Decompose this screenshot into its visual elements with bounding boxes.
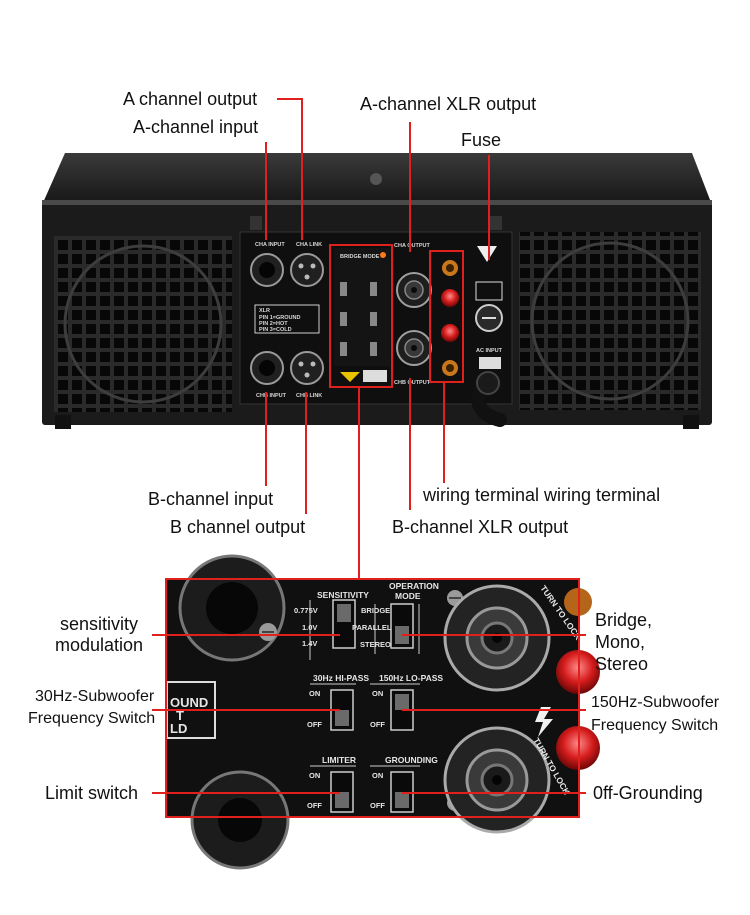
callout-a-channel-input: A-channel input: [133, 117, 259, 137]
grounding-off: OFF: [370, 801, 385, 810]
hipass-label: 30Hz HI-PASS: [313, 673, 369, 683]
callout-a-channel-xlr-output: A-channel XLR output: [360, 94, 537, 114]
callout-b-channel-input: B-channel input: [148, 489, 274, 509]
leader-a-output-h: [277, 98, 302, 100]
side-text-3: LD: [170, 721, 187, 736]
callout-wiring-terminal: wiring terminal wiring terminal: [423, 485, 661, 505]
sensitivity-label: SENSITIVITY: [317, 590, 369, 600]
ac-input-label: AC INPUT: [476, 348, 503, 354]
xlr-pins-line-4: PIN 3=COLD: [259, 327, 292, 333]
side-text-2: T: [176, 708, 184, 723]
limiter-label: LIMITER: [322, 755, 356, 765]
operation-label: OPERATION: [389, 581, 439, 591]
callout-150hz-line-1: 150Hz-Subwoofer: [591, 694, 720, 711]
mode-option-2: PARALLEL: [352, 623, 392, 632]
xlr-pins-line-3: PIN 2=HOT: [259, 321, 288, 327]
callout-limit-switch: Limit switch: [45, 783, 139, 803]
lopass-on: ON: [372, 689, 383, 698]
chb-link-label: CHB LINK: [296, 393, 322, 399]
cha-input-label: CHA INPUT: [255, 242, 285, 248]
callout-off-grounding: 0ff-Grounding: [593, 783, 703, 803]
chb-output-label: CHB OUTPUT: [394, 380, 431, 386]
switch-block: [334, 248, 390, 382]
leader-a-xlr-v: [409, 122, 411, 252]
hipass-on: ON: [309, 689, 320, 698]
leader-b-input-v: [265, 392, 267, 486]
grounding-on: ON: [372, 771, 383, 780]
mode-option-3: STEREO: [360, 640, 391, 649]
left-fan-grill: [54, 236, 232, 412]
leader-30hz: [152, 709, 340, 711]
mode-label: MODE: [395, 591, 421, 601]
callout-150hz-line-2: Frequency Switch: [591, 717, 719, 734]
terminal-highlight-box: [429, 250, 464, 383]
detail-inset: [166, 554, 600, 870]
callout-mode-line-3: Stereo: [595, 654, 649, 674]
callout-30hz-line-2: Frequency Switch: [28, 710, 156, 727]
lopass-off: OFF: [370, 720, 385, 729]
leader-inset-v: [358, 388, 360, 579]
chb-input-label: CHB INPUT: [256, 393, 287, 399]
sens-option-3: 1.4V: [302, 639, 317, 648]
sens-option-1: 0.775V: [294, 606, 318, 615]
callout-b-channel-output: B channel output: [170, 517, 306, 537]
xlr-jacks: [250, 253, 324, 385]
leader-mode: [402, 634, 586, 636]
callout-b-channel-xlr-output: B-channel XLR output: [392, 517, 569, 537]
hipass-off: OFF: [307, 720, 322, 729]
speakon-outputs: [396, 272, 432, 366]
fuse-and-power: [471, 246, 507, 427]
sens-option-2: 1.0V: [302, 623, 317, 632]
leader-b-output-v: [305, 392, 307, 514]
callout-30hz-line-1: 30Hz-Subwoofer: [35, 688, 155, 705]
leader-grounding: [402, 792, 586, 794]
callout-fuse: Fuse: [461, 130, 502, 150]
xlr-pins-line-2: PIN 1=GROUND: [259, 315, 300, 321]
callout-sensitivity-line-1: sensitivity: [60, 614, 139, 634]
leader-sensitivity: [152, 634, 340, 636]
cha-output-label: CHA OUTPUT: [394, 243, 430, 249]
mode-option-1: BRIDGE: [361, 606, 390, 615]
inset-frame: [165, 578, 580, 818]
limiter-off: OFF: [307, 801, 322, 810]
xlr-pins-line-1: XLR: [259, 308, 270, 314]
side-text-1: OUND: [170, 695, 208, 710]
limiter-on: ON: [309, 771, 320, 780]
leader-fuse-v: [488, 155, 490, 260]
leader-b-xlr-v: [409, 378, 411, 510]
lopass-label: 150Hz LO-PASS: [379, 673, 443, 683]
callout-a-channel-output: A channel output: [123, 89, 258, 109]
cha-link-label: CHA LINK: [296, 242, 322, 248]
callout-mode-line-2: Mono,: [595, 632, 646, 652]
right-fan-grill: [519, 232, 701, 410]
grounding-label: GROUNDING: [385, 755, 438, 765]
bridge-mode-label: BRIDGE MODE: [340, 254, 380, 260]
leader-a-input-v: [265, 142, 267, 240]
callout-sensitivity-line-2: modulation: [55, 635, 144, 655]
callout-mode-line-1: Bridge,: [595, 610, 653, 630]
switch-highlight-box: [329, 244, 393, 388]
binding-posts: [441, 260, 459, 376]
leader-a-output-v: [301, 98, 303, 240]
leader-limit: [152, 792, 340, 794]
leader-terminal-v: [443, 383, 445, 483]
leader-150hz: [402, 709, 586, 711]
